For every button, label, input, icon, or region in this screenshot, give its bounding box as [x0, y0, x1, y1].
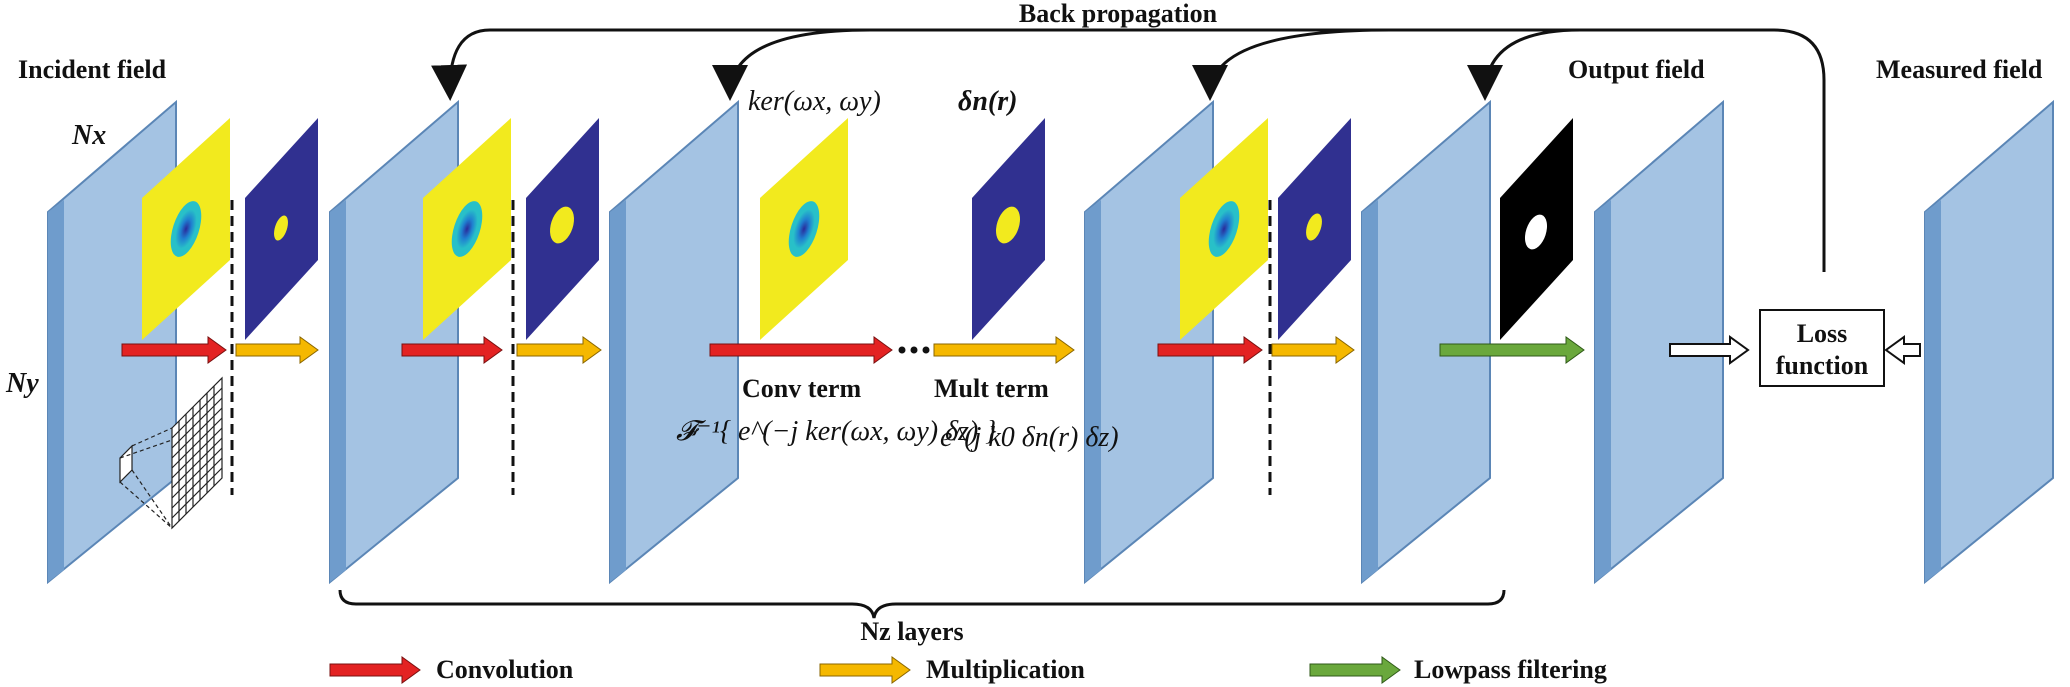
convolution-arrow-4	[1157, 336, 1263, 364]
multiplication-arrow-4	[1271, 336, 1355, 364]
legend-convolution-swatch	[329, 656, 421, 684]
legend-multiplication-label: Multiplication	[926, 655, 1085, 684]
index-panel-2	[526, 118, 599, 340]
convolution-arrow-2	[401, 336, 503, 364]
legend: Convolution Multiplication Lowpass filte…	[329, 655, 1607, 684]
nx-label: Nx	[71, 120, 106, 151]
delta-n-label: δn(r)	[958, 86, 1017, 117]
mult-term-label: Mult term	[934, 374, 1049, 403]
incident-field-label: Incident field	[18, 55, 167, 84]
lowpass-filter-panel	[1500, 118, 1573, 340]
output-to-loss-arrow	[1669, 335, 1750, 365]
measured-field-label: Measured field	[1876, 55, 2043, 84]
index-panel-1	[245, 118, 318, 340]
multiplication-arrow-1	[235, 336, 319, 364]
measured-field-plane	[1924, 99, 2054, 585]
back-propagation-label: Back propagation	[1019, 0, 1218, 28]
loss-function-box	[1759, 309, 1885, 387]
output-field-label: Output field	[1568, 55, 1705, 84]
legend-multiplication-swatch	[819, 656, 911, 684]
legend-lowpass-label: Lowpass filtering	[1414, 655, 1607, 684]
layer-plane-1	[329, 99, 459, 585]
index-panel-3	[972, 118, 1045, 340]
kernel-panel-1	[142, 118, 230, 340]
nz-layers-brace	[338, 589, 1506, 619]
legend-lowpass-swatch	[1309, 656, 1401, 684]
ny-label: Ny	[5, 368, 39, 399]
layer-plane-2	[609, 99, 739, 585]
output-field-plane	[1594, 99, 1724, 585]
lowpass-arrow	[1439, 336, 1585, 364]
ellipsis-dots	[898, 346, 930, 354]
kernel-panel-3	[760, 118, 848, 340]
incident-plane	[47, 99, 177, 585]
loss-label-line2: function	[1776, 351, 1869, 380]
convolution-arrow-3	[709, 336, 893, 364]
kernel-panel-4	[1180, 118, 1268, 340]
conv-formula: 𝓕⁻¹{ e^(−j ker(ωx, ωy) δz) }	[676, 416, 997, 447]
index-panel-4	[1278, 118, 1351, 340]
back-propagation-path	[431, 28, 1826, 272]
layer-plane-4	[1361, 99, 1491, 585]
conv-term-label: Conv term	[742, 374, 861, 403]
mult-formula: e^(j k0 δn(r) δz)	[940, 422, 1119, 453]
pixel-grid-illustration	[119, 376, 223, 530]
nz-layers-label: Nz layers	[860, 617, 963, 646]
kernel-label: ker(ωx, ωy)	[748, 86, 881, 117]
kernel-panel-2	[423, 118, 511, 340]
convolution-arrow-1	[121, 336, 227, 364]
legend-convolution-label: Convolution	[436, 655, 574, 684]
multiplication-arrow-3	[933, 336, 1075, 364]
layer-plane-3	[1084, 99, 1214, 585]
multiplication-arrow-2	[516, 336, 602, 364]
dashed-separators	[230, 200, 1272, 495]
measured-to-loss-arrow	[1884, 335, 1921, 365]
loss-label-line1: Loss	[1797, 319, 1848, 348]
